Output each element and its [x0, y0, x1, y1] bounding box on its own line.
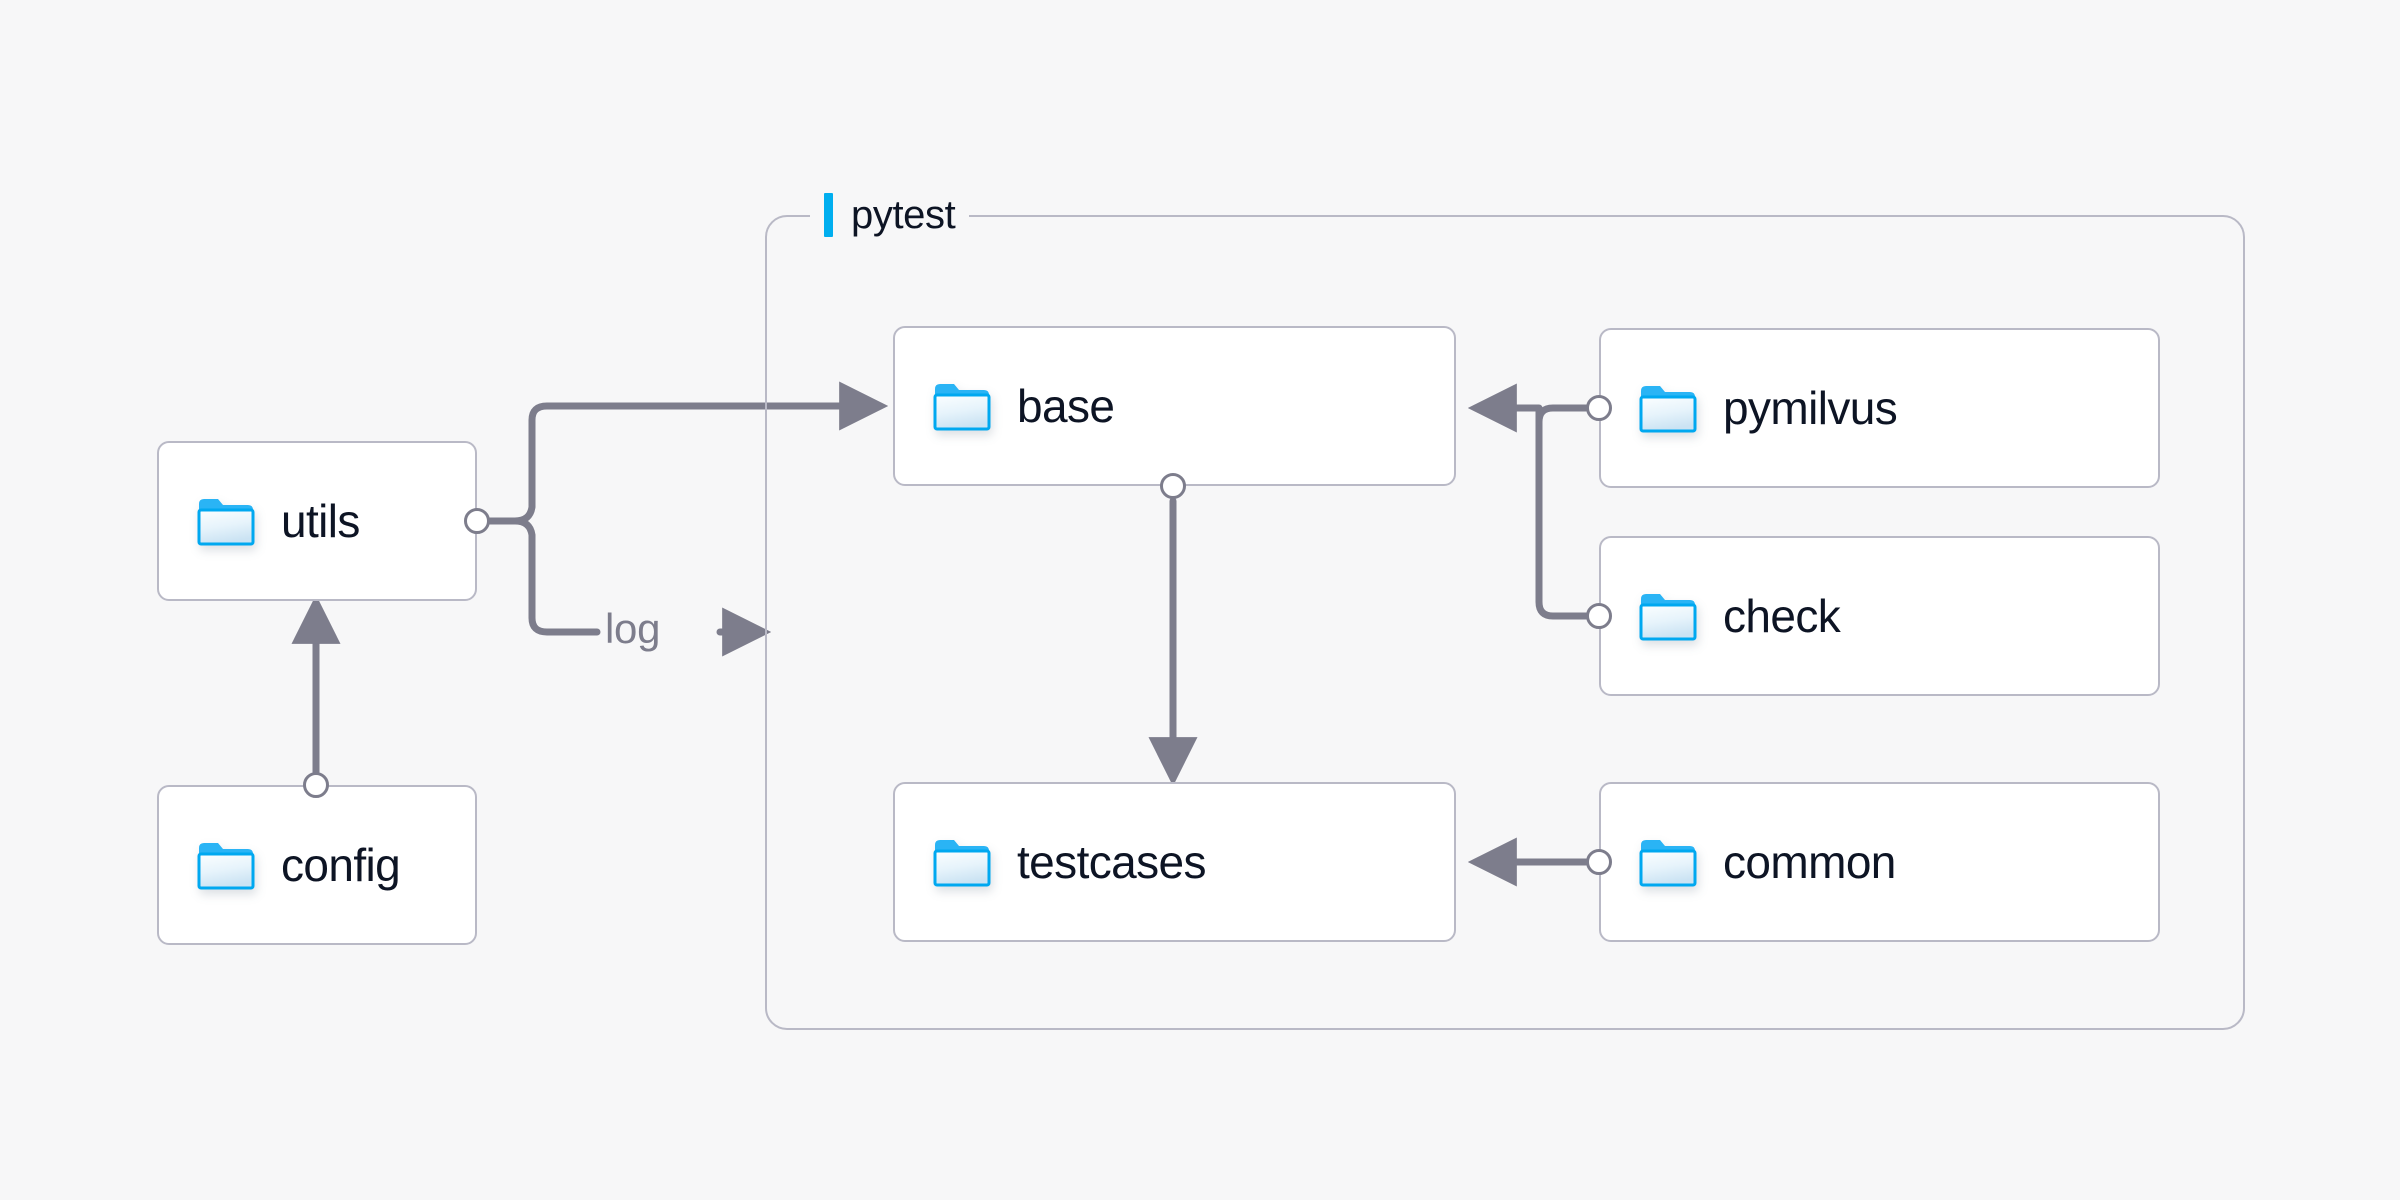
pytest-group-label: pytest — [810, 187, 970, 243]
folder-icon — [933, 381, 991, 431]
folder-icon — [197, 840, 255, 890]
node-testcases[interactable]: testcases — [893, 782, 1456, 942]
node-common[interactable]: common — [1599, 782, 2160, 942]
node-label: pymilvus — [1723, 382, 1898, 434]
port-check-left[interactable] — [1586, 603, 1612, 629]
folder-icon — [1639, 837, 1697, 887]
edge-pymilvus-to-base — [1535, 404, 1590, 620]
edge-label-log: log — [605, 605, 661, 652]
port-utils-right[interactable] — [464, 508, 490, 534]
folder-icon — [933, 837, 991, 887]
node-config[interactable]: config — [157, 785, 477, 945]
node-check[interactable]: check — [1599, 536, 2160, 696]
group-title: pytest — [851, 192, 956, 237]
node-label: config — [281, 839, 401, 891]
port-base-bottom[interactable] — [1160, 473, 1186, 499]
edge-utils-to-log — [483, 517, 601, 636]
node-label: base — [1017, 380, 1115, 432]
pytest-group-boundary — [765, 215, 2245, 1030]
node-base[interactable]: base — [893, 326, 1456, 486]
node-label: utils — [281, 495, 360, 547]
folder-icon — [1639, 591, 1697, 641]
node-label: testcases — [1017, 836, 1207, 888]
port-pymilvus-left[interactable] — [1586, 395, 1612, 421]
port-common-left[interactable] — [1586, 849, 1612, 875]
edge-trunk-to-base — [1467, 383, 1543, 433]
accent-bar-icon — [824, 193, 833, 237]
folder-icon — [1639, 383, 1697, 433]
port-config-top[interactable] — [303, 772, 329, 798]
node-utils[interactable]: utils — [157, 441, 477, 601]
node-pymilvus[interactable]: pymilvus — [1599, 328, 2160, 488]
node-label: check — [1723, 590, 1841, 642]
folder-icon — [197, 496, 255, 546]
node-label: common — [1723, 836, 1896, 888]
